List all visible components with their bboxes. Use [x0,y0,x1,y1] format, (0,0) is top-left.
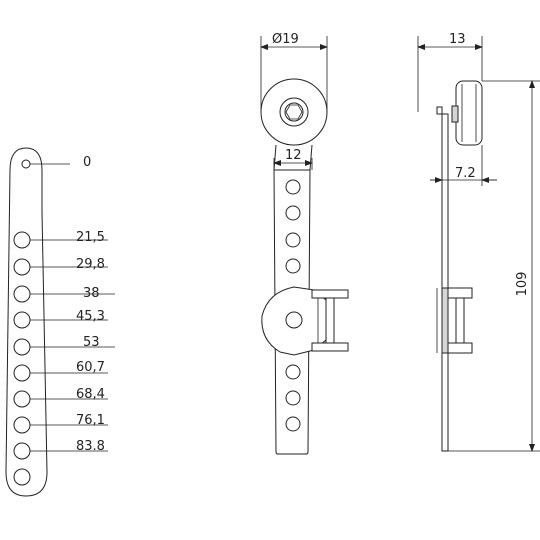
hole-label-6: 60,7 [76,360,105,375]
lever-hole [13,390,31,408]
lever-hole [13,468,31,486]
hole-label-8: 76,1 [76,413,105,428]
lever-hole [13,416,31,434]
hole-label-9: 83.8 [76,439,105,454]
front-arm-hole [285,205,301,221]
roller-offset-label: 7.2 [455,166,476,181]
roller-hex [285,104,303,120]
lever-hole [13,364,31,382]
lever-hole [13,442,31,460]
front-arm-hole [285,416,301,432]
roller-width-label: 13 [449,32,466,47]
lever-hole [13,231,31,249]
lever-hole [21,159,31,169]
clamp [261,286,349,356]
lever-hole [13,338,31,356]
side-lower-plate [441,287,449,354]
hole-label-0: 0 [83,155,91,170]
lever-hole-view: 0 21,5 29,8 38 45,3 53 60,7 68,4 76,1 83… [5,147,115,497]
hole-label-2: 29,8 [76,257,105,272]
hole-label-3: 38 [83,286,100,301]
lever-hole [13,285,31,303]
roller-hub [284,102,304,122]
side-nut [436,106,443,115]
front-arm-hole [285,258,301,274]
hole-labels: 0 21,5 29,8 38 45,3 53 60,7 68,4 76,1 83… [76,155,105,454]
side-axle [451,105,459,123]
side-bracket-top [447,287,473,299]
lever-hole [13,311,31,329]
hole-label-1: 21,5 [76,230,105,245]
hole-label-5: 53 [83,335,100,350]
side-view: 13 7.2 109 [417,32,540,452]
lever-hole [13,258,31,276]
roller-diameter-label: Ø19 [272,32,299,47]
side-roller [455,80,483,146]
hole-markers [13,159,115,486]
side-plate [441,113,449,452]
total-length-label: 109 [515,272,530,297]
front-arm-hole [285,179,301,195]
front-arm-hole [285,232,301,248]
front-view: Ø19 12 [260,32,349,455]
side-bracket-web [455,297,465,344]
front-arm-hole [285,364,301,380]
front-arm-holes [285,179,301,432]
hole-label-7: 68,4 [76,387,105,402]
front-arm-hole [285,390,301,406]
arm-width-label: 12 [285,148,302,163]
hole-label-4: 45,3 [76,309,105,324]
side-bracket-bottom [447,342,473,354]
